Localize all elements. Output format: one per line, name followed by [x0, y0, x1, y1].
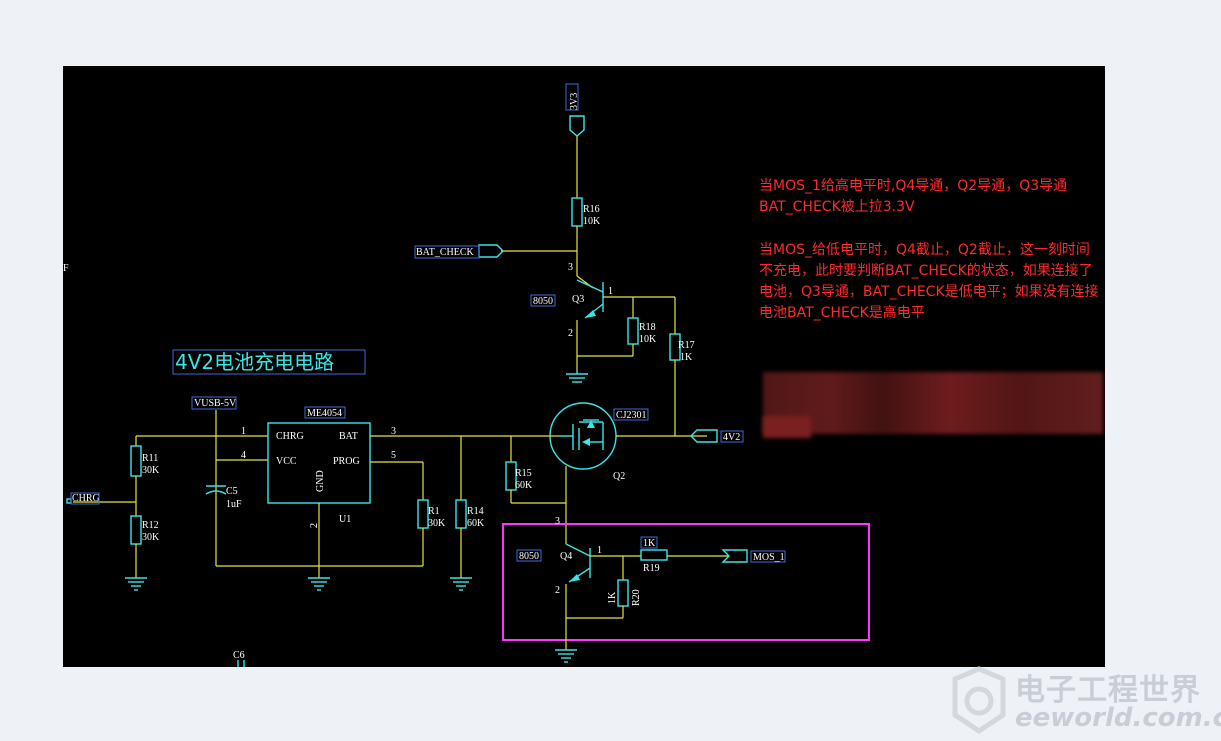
watermark-en: eeworld.com.cn — [1015, 703, 1221, 733]
q4-pin1: 1 — [597, 545, 602, 556]
r19-value: 1K — [643, 538, 656, 549]
ic-pin-num-4: 4 — [241, 450, 246, 461]
ic-pin-num-3: 3 — [391, 426, 396, 437]
r1-ref: R1 — [428, 506, 440, 517]
r17-ref: R17 — [678, 340, 695, 351]
ic-pin-bat: BAT — [339, 431, 358, 442]
r16-value: 10K — [583, 216, 601, 227]
q4-part: 8050 — [519, 551, 539, 562]
ic-pin-num-2: 2 — [309, 523, 320, 528]
net-bat-check: BAT_CHECK — [416, 247, 475, 258]
net-3v3: 3V3 — [569, 93, 580, 110]
ic-pin-chrg: CHRG — [276, 431, 304, 442]
c6-ref: C6 — [233, 650, 245, 661]
q2-part: CJ2301 — [616, 410, 647, 421]
q3-part: 8050 — [533, 296, 553, 307]
edge-mark: F — [63, 263, 69, 274]
r12-body — [130, 515, 142, 545]
q3-pin1: 1 — [608, 286, 613, 297]
r12-ref: R12 — [142, 520, 159, 531]
r11-body — [130, 445, 142, 477]
note-low-level: 当MOS_给低电平时，Q4截止，Q2截止，这一刻时间不充电，此时要判断BAT_C… — [759, 242, 1099, 321]
watermark-cn: 电子工程世界 — [1015, 673, 1201, 708]
r1-body — [417, 499, 429, 529]
r11-ref: R11 — [142, 453, 158, 464]
r16-body — [571, 197, 583, 227]
c5-ref: C5 — [226, 486, 238, 497]
net-mos-1: MOS_1 — [753, 552, 785, 563]
highlight-box — [502, 523, 870, 641]
ic-pin-prog: PROG — [333, 456, 360, 467]
r15-ref: R15 — [515, 468, 532, 479]
note-high-level: 当MOS_1给高电平时,Q4导通，Q2导通，Q3导通 BAT_CHECK被上拉3… — [759, 178, 1068, 215]
r12-value: 30K — [142, 532, 160, 543]
ic-pin-num-1: 1 — [241, 426, 246, 437]
r14-body — [455, 499, 467, 529]
r18-body — [627, 317, 639, 345]
ic-pin-vcc: VCC — [276, 456, 297, 467]
r20-body — [617, 579, 629, 607]
r14-value: 60K — [467, 518, 485, 529]
r20-value: 1K — [607, 591, 618, 604]
watermark: 电子工程世界 eeworld.com.cn — [945, 663, 1221, 741]
redacted-region-tail — [763, 416, 811, 438]
schematic-canvas: .w { stroke:#e6e63a; stroke-width:1.2; f… — [63, 66, 1105, 667]
r14-ref: R14 — [467, 506, 484, 517]
ic-ref: U1 — [339, 514, 351, 525]
ic-part: ME4054 — [307, 408, 342, 419]
r16-ref: R16 — [583, 204, 600, 215]
q4-pin2: 2 — [555, 585, 560, 596]
schematic-drawing: .w { stroke:#e6e63a; stroke-width:1.2; f… — [63, 83, 870, 667]
q3-pin2: 2 — [568, 328, 573, 339]
q4-pin3: 3 — [555, 516, 560, 527]
q3-ref: Q3 — [572, 294, 584, 305]
r11-value: 30K — [142, 465, 160, 476]
ic-pin-num-5: 5 — [391, 450, 396, 461]
r18-value: 10K — [639, 334, 657, 345]
r19-body — [640, 549, 668, 561]
net-chrg: CHRG — [72, 493, 100, 504]
net-vusb: VUSB-5V — [194, 398, 237, 409]
net-4v2: 4V2 — [723, 432, 740, 443]
r20-ref: R20 — [631, 589, 642, 606]
r18-ref: R18 — [639, 322, 656, 333]
q2-ref: Q2 — [613, 471, 625, 482]
c5-value: 1uF — [226, 499, 242, 510]
q3-pin3: 3 — [568, 262, 573, 273]
circuit-title: 4V2电池充电电路 — [175, 350, 334, 374]
redacted-region — [763, 372, 1103, 434]
eeworld-logo-icon — [952, 666, 1006, 735]
ic-pin-gnd: GND — [315, 470, 326, 492]
r17-value: 1K — [680, 352, 693, 363]
r19-ref: R19 — [643, 563, 660, 574]
q4-ref: Q4 — [560, 551, 572, 562]
r1-value: 30K — [428, 518, 446, 529]
r15-value: 60K — [515, 480, 533, 491]
